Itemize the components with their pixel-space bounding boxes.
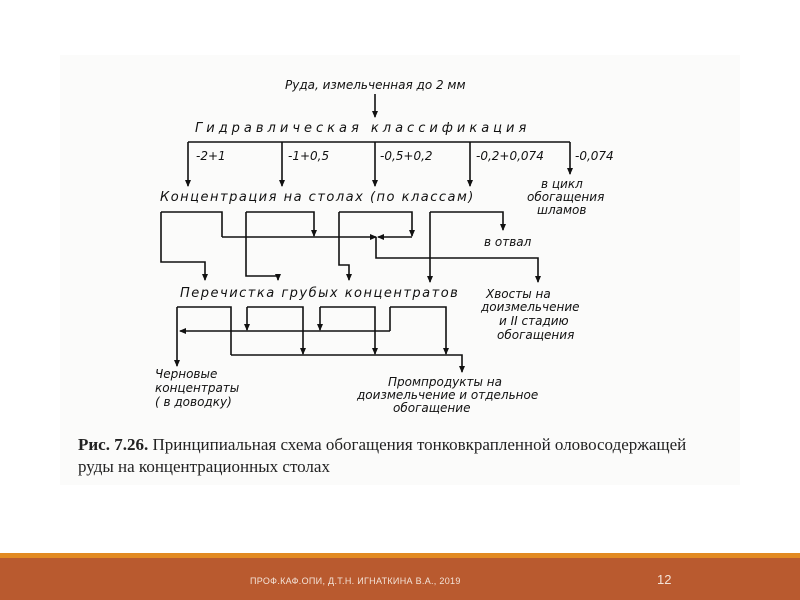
tails-label: доизмельчение (480, 300, 580, 314)
rough-concentrates-label: концентраты (155, 381, 239, 395)
class-label: -0,2+0,074 (476, 149, 544, 163)
flowsheet-diagram: Руда, измельченная до 2 мм Гидравлическа… (155, 78, 614, 415)
input-ore-label: Руда, измельченная до 2 мм (285, 78, 466, 92)
figure-caption: Рис. 7.26. Принципиальная схема обогащен… (78, 434, 718, 478)
footer-accent-stripe (0, 553, 800, 558)
flow-lines (160, 94, 573, 373)
class-label: -2+1 (196, 149, 226, 163)
cleaning-label: Перечистка грубых концентратов (180, 286, 459, 301)
slimes-label: шламов (537, 203, 586, 217)
tails-label: обогащения (497, 328, 574, 342)
scanned-figure (60, 55, 740, 485)
slide-footer: ПРОФ.КАФ.ОПИ, Д.Т.Н. ИГНАТКИНА В.А., 201… (0, 558, 800, 600)
slimes-label: в цикл (541, 177, 583, 191)
slimes-label: обогащения (527, 190, 604, 204)
tails-label: Хвосты на (485, 287, 551, 301)
footer-author: ПРОФ.КАФ.ОПИ, Д.Т.Н. ИГНАТКИНА В.А., 201… (250, 576, 461, 586)
middlings-label: доизмельчение и отдельное (356, 388, 538, 402)
rough-concentrates-label: Черновые (155, 367, 217, 381)
rough-concentrates-label: ( в доводку) (155, 395, 232, 409)
classification-label: Гидравлическая классификация (195, 121, 530, 136)
middlings-label: обогащение (393, 401, 470, 415)
middlings-label: Промпродукты на (388, 375, 502, 389)
tails-label: и II стадию (499, 314, 569, 328)
class-label: -0,074 (575, 149, 614, 163)
figure-caption-text: Принципиальная схема обогащения тонковкр… (78, 435, 687, 476)
class-label: -1+0,5 (288, 149, 329, 163)
class-label: -0,5+0,2 (380, 149, 433, 163)
slide-number: 12 (657, 572, 672, 587)
tailings-dump-label: в отвал (484, 235, 532, 249)
figure-number: Рис. 7.26. (78, 435, 149, 454)
concentration-label: Концентрация на столах (по классам) (160, 190, 475, 205)
